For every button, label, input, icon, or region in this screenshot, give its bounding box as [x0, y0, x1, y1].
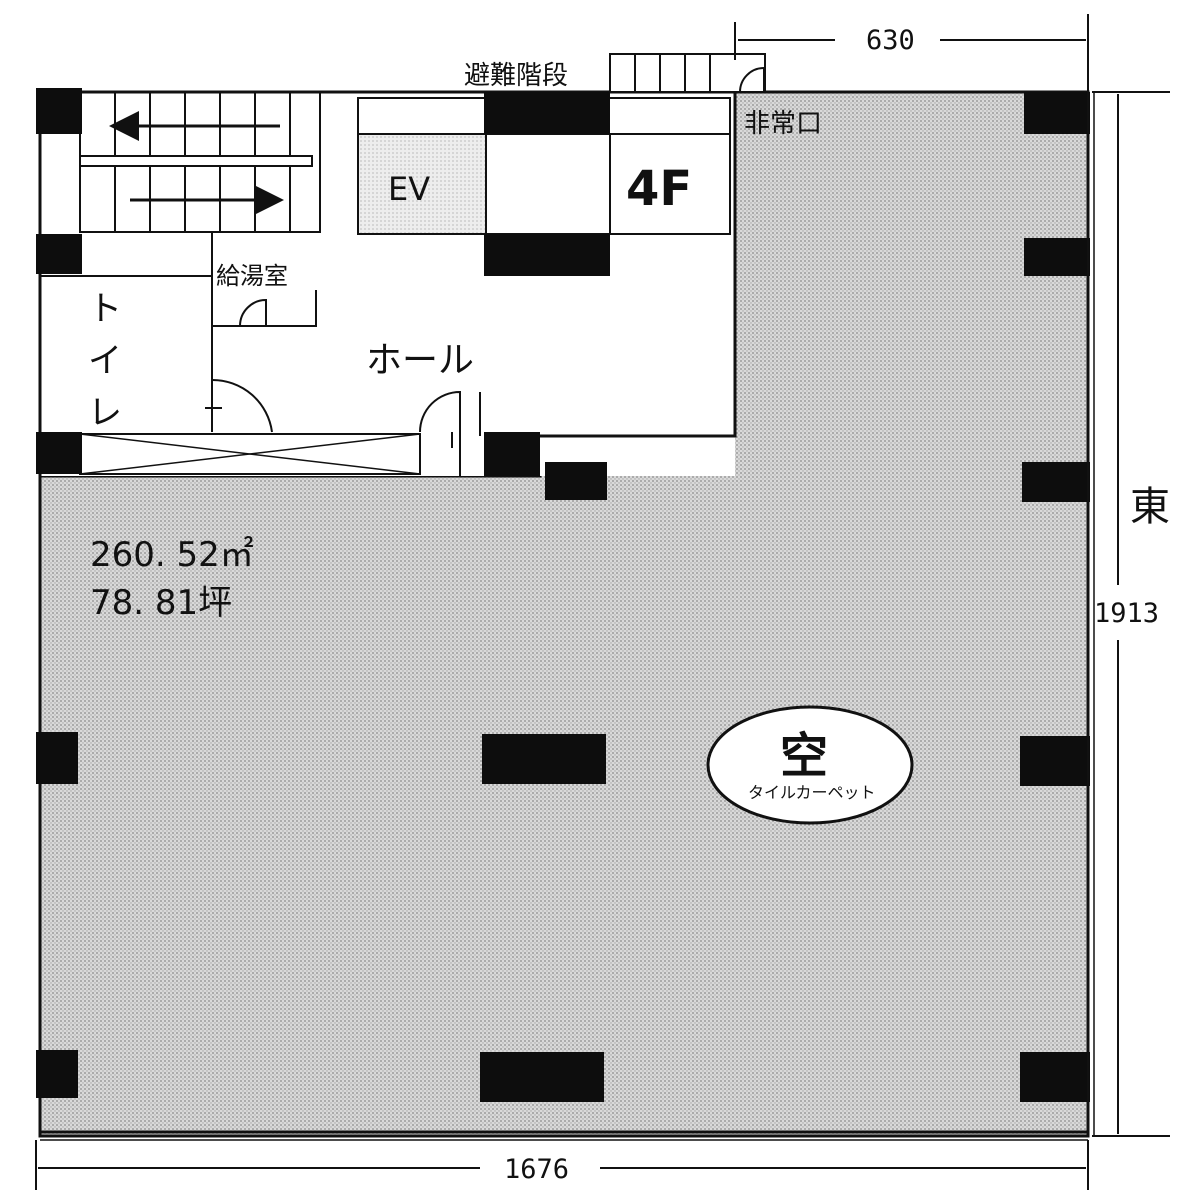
column	[1020, 736, 1090, 786]
top-width-dimension: 630	[866, 25, 915, 56]
elevator-label: EV	[388, 170, 430, 208]
area-sqm-label: 260. 52㎡	[90, 535, 254, 575]
dimension-lines	[35, 14, 1170, 1190]
toilet-label-1: ト	[88, 289, 122, 329]
vacancy-status-label: 空	[780, 728, 828, 784]
column	[36, 88, 82, 134]
emergency-exit-label: 非常口	[744, 109, 822, 139]
column	[1020, 1052, 1090, 1102]
column	[1024, 92, 1090, 134]
toilet-label-3: レ	[88, 393, 122, 433]
floor-label: 4F	[626, 161, 692, 217]
toilet-room	[40, 275, 273, 433]
column	[1024, 238, 1090, 276]
area-tsubo-label: 78. 81坪	[90, 583, 232, 623]
column	[545, 462, 607, 500]
right-height-dimension: 1913	[1094, 598, 1159, 629]
vacancy-oval	[706, 705, 914, 825]
column	[36, 432, 82, 474]
elevator-block	[357, 97, 731, 235]
flooring-label: タイルカーペット	[748, 783, 876, 802]
column	[484, 432, 540, 476]
kitchenette-room	[211, 232, 317, 327]
column	[482, 734, 606, 784]
hall-label: ホール	[366, 340, 474, 381]
toilet-label-2: イ	[88, 341, 122, 381]
column	[36, 732, 78, 784]
column	[484, 234, 610, 276]
kitchenette-label: 給湯室	[216, 262, 288, 290]
hall-door	[419, 390, 461, 476]
bottom-width-dimension: 1676	[504, 1154, 569, 1185]
corridor-band	[79, 433, 421, 475]
evacuation-stairs	[609, 53, 766, 93]
column	[36, 234, 82, 274]
evacuation-stairs-label: 避難階段	[464, 61, 568, 91]
stairs	[79, 91, 321, 233]
column	[484, 92, 610, 134]
window-rails	[40, 92, 1095, 1141]
structural-columns	[36, 88, 1090, 1102]
east-label: 東	[1130, 484, 1170, 530]
column	[480, 1052, 604, 1102]
column	[36, 1050, 78, 1098]
column	[1022, 462, 1090, 502]
